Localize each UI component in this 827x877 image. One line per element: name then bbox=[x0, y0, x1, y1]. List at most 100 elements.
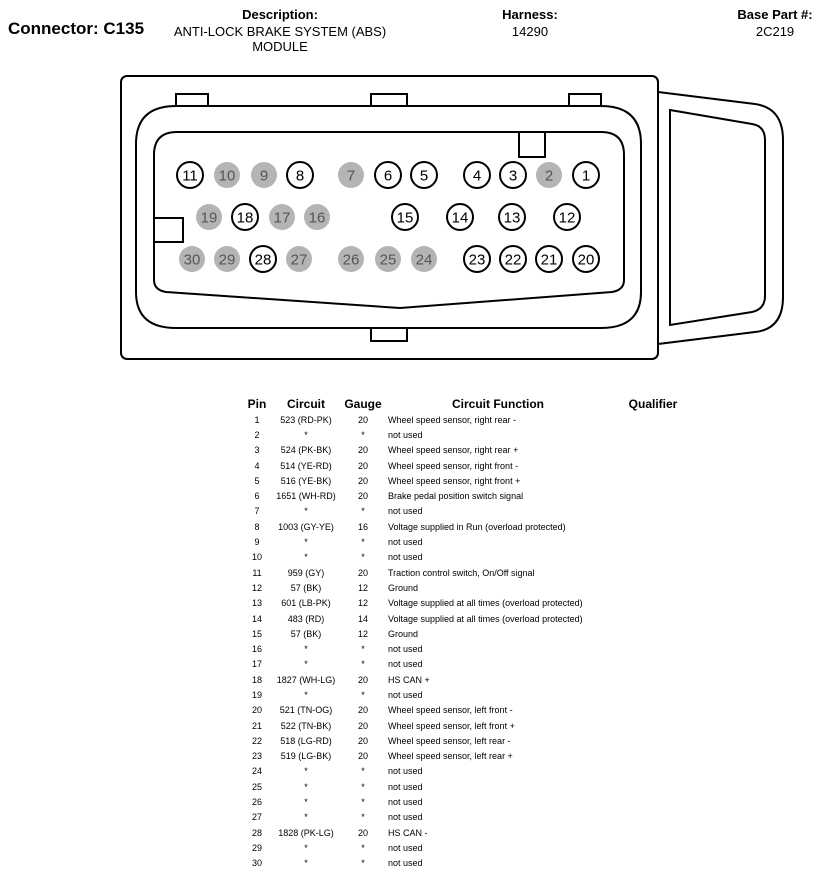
header-circuit-function: Circuit Function bbox=[452, 397, 544, 411]
header-gauge: Gauge bbox=[344, 397, 382, 411]
cell-pin: 3 bbox=[254, 445, 260, 456]
pin-3: 3 bbox=[499, 161, 527, 189]
pin-number: 12 bbox=[559, 210, 576, 227]
description-value: ANTI-LOCK BRAKE SYSTEM (ABS) MODULE bbox=[160, 24, 400, 54]
pin-20: 20 bbox=[572, 245, 600, 273]
cell-gauge: 20 bbox=[357, 751, 368, 762]
pin-26: 26 bbox=[338, 246, 364, 272]
cell-pin: 25 bbox=[251, 781, 262, 792]
cell-function: Voltage supplied in Run (overload protec… bbox=[388, 521, 566, 532]
cell-function: not used bbox=[388, 552, 423, 563]
cell-circuit: * bbox=[304, 797, 308, 808]
key-notch-top bbox=[518, 132, 546, 158]
pin-circle bbox=[338, 162, 364, 188]
cell-gauge: 14 bbox=[357, 613, 368, 624]
pin-circle bbox=[536, 162, 562, 188]
key-tab-top-right bbox=[568, 93, 602, 106]
cell-gauge: * bbox=[361, 552, 365, 563]
cell-pin: 24 bbox=[251, 766, 262, 777]
cell-gauge: * bbox=[361, 689, 365, 700]
cell-gauge: * bbox=[361, 659, 365, 670]
cell-circuit: 522 (TN-BK) bbox=[280, 720, 332, 731]
table-row: 9**not used bbox=[240, 534, 698, 549]
housing-latch-inner bbox=[669, 108, 766, 327]
cell-gauge: 12 bbox=[357, 582, 368, 593]
pin-number: 6 bbox=[384, 168, 392, 185]
cell-pin: 20 bbox=[251, 705, 262, 716]
pin-circle bbox=[304, 204, 330, 230]
cell-circuit: * bbox=[304, 781, 308, 792]
cell-qualifier bbox=[608, 534, 698, 549]
key-tab-top-left bbox=[175, 93, 209, 106]
table-row: 7**not used bbox=[240, 504, 698, 519]
cell-pin: 30 bbox=[251, 858, 262, 869]
pin-number: 29 bbox=[219, 252, 236, 269]
cell-function: not used bbox=[388, 537, 423, 548]
description-line-1: ANTI-LOCK BRAKE SYSTEM (ABS) bbox=[173, 24, 387, 39]
cell-circuit: 519 (LG-BK) bbox=[280, 751, 332, 762]
cell-function: not used bbox=[388, 858, 423, 869]
pin-number: 19 bbox=[201, 210, 218, 227]
cell-circuit: * bbox=[304, 506, 308, 517]
cell-function: Wheel speed sensor, left rear - bbox=[388, 735, 511, 746]
cell-circuit: * bbox=[304, 842, 308, 853]
cell-qualifier bbox=[608, 443, 698, 458]
cell-qualifier bbox=[608, 565, 698, 580]
cell-circuit: * bbox=[304, 812, 308, 823]
cell-gauge: * bbox=[361, 537, 365, 548]
cell-qualifier bbox=[608, 672, 698, 687]
cell-pin: 13 bbox=[251, 598, 262, 609]
cell-pin: 11 bbox=[252, 567, 262, 578]
pin-number: 27 bbox=[291, 252, 308, 269]
cell-circuit: 523 (RD-PK) bbox=[280, 414, 332, 425]
cell-circuit: * bbox=[304, 689, 308, 700]
housing-latch-outer bbox=[657, 91, 784, 345]
table-row: 17**not used bbox=[240, 657, 698, 672]
pin-circle bbox=[196, 204, 222, 230]
pin-24: 24 bbox=[411, 246, 437, 272]
header-circuit: Circuit bbox=[286, 397, 325, 411]
cell-qualifier bbox=[608, 779, 698, 794]
cell-qualifier bbox=[608, 488, 698, 503]
cell-function: Wheel speed sensor, right rear + bbox=[388, 445, 519, 456]
table-row: 29**not used bbox=[240, 840, 698, 855]
key-tab-bottom-center bbox=[370, 328, 408, 342]
pin-circle bbox=[553, 203, 581, 231]
cell-qualifier bbox=[608, 504, 698, 519]
base-part-label: Base Part #: bbox=[737, 7, 813, 22]
cell-qualifier bbox=[608, 580, 698, 595]
pin-1: 1 bbox=[572, 161, 600, 189]
pin-6: 6 bbox=[374, 161, 402, 189]
cell-circuit: 521 (TN-OG) bbox=[279, 705, 333, 716]
cell-circuit: * bbox=[304, 644, 308, 655]
cell-function: Voltage supplied at all times (overload … bbox=[388, 598, 583, 609]
cell-function: not used bbox=[388, 644, 423, 655]
cell-qualifier bbox=[608, 550, 698, 565]
pin-number: 18 bbox=[237, 210, 254, 227]
pin-circle bbox=[374, 161, 402, 189]
pin-circle bbox=[463, 245, 491, 273]
pin-28: 28 bbox=[249, 245, 277, 273]
cell-gauge: 20 bbox=[357, 567, 368, 578]
cell-gauge: 20 bbox=[357, 720, 368, 731]
pin-15: 15 bbox=[391, 203, 419, 231]
pin-number: 7 bbox=[347, 168, 355, 185]
pin-circle bbox=[214, 162, 240, 188]
cell-gauge: 20 bbox=[357, 414, 368, 425]
cell-qualifier bbox=[608, 794, 698, 809]
pin-number: 15 bbox=[397, 210, 414, 227]
pin-11: 11 bbox=[176, 161, 204, 189]
pin-number: 30 bbox=[184, 252, 201, 269]
cell-pin: 1 bbox=[254, 414, 260, 425]
pin-18: 18 bbox=[231, 203, 259, 231]
cell-function: Voltage supplied at all times (overload … bbox=[388, 613, 583, 624]
cell-pin: 2 bbox=[254, 429, 260, 440]
pin-circle bbox=[446, 203, 474, 231]
cell-circuit: 514 (YE-RD) bbox=[280, 460, 332, 471]
pin-8: 8 bbox=[286, 161, 314, 189]
cell-pin: 7 bbox=[254, 506, 260, 517]
pin-circle bbox=[463, 161, 491, 189]
